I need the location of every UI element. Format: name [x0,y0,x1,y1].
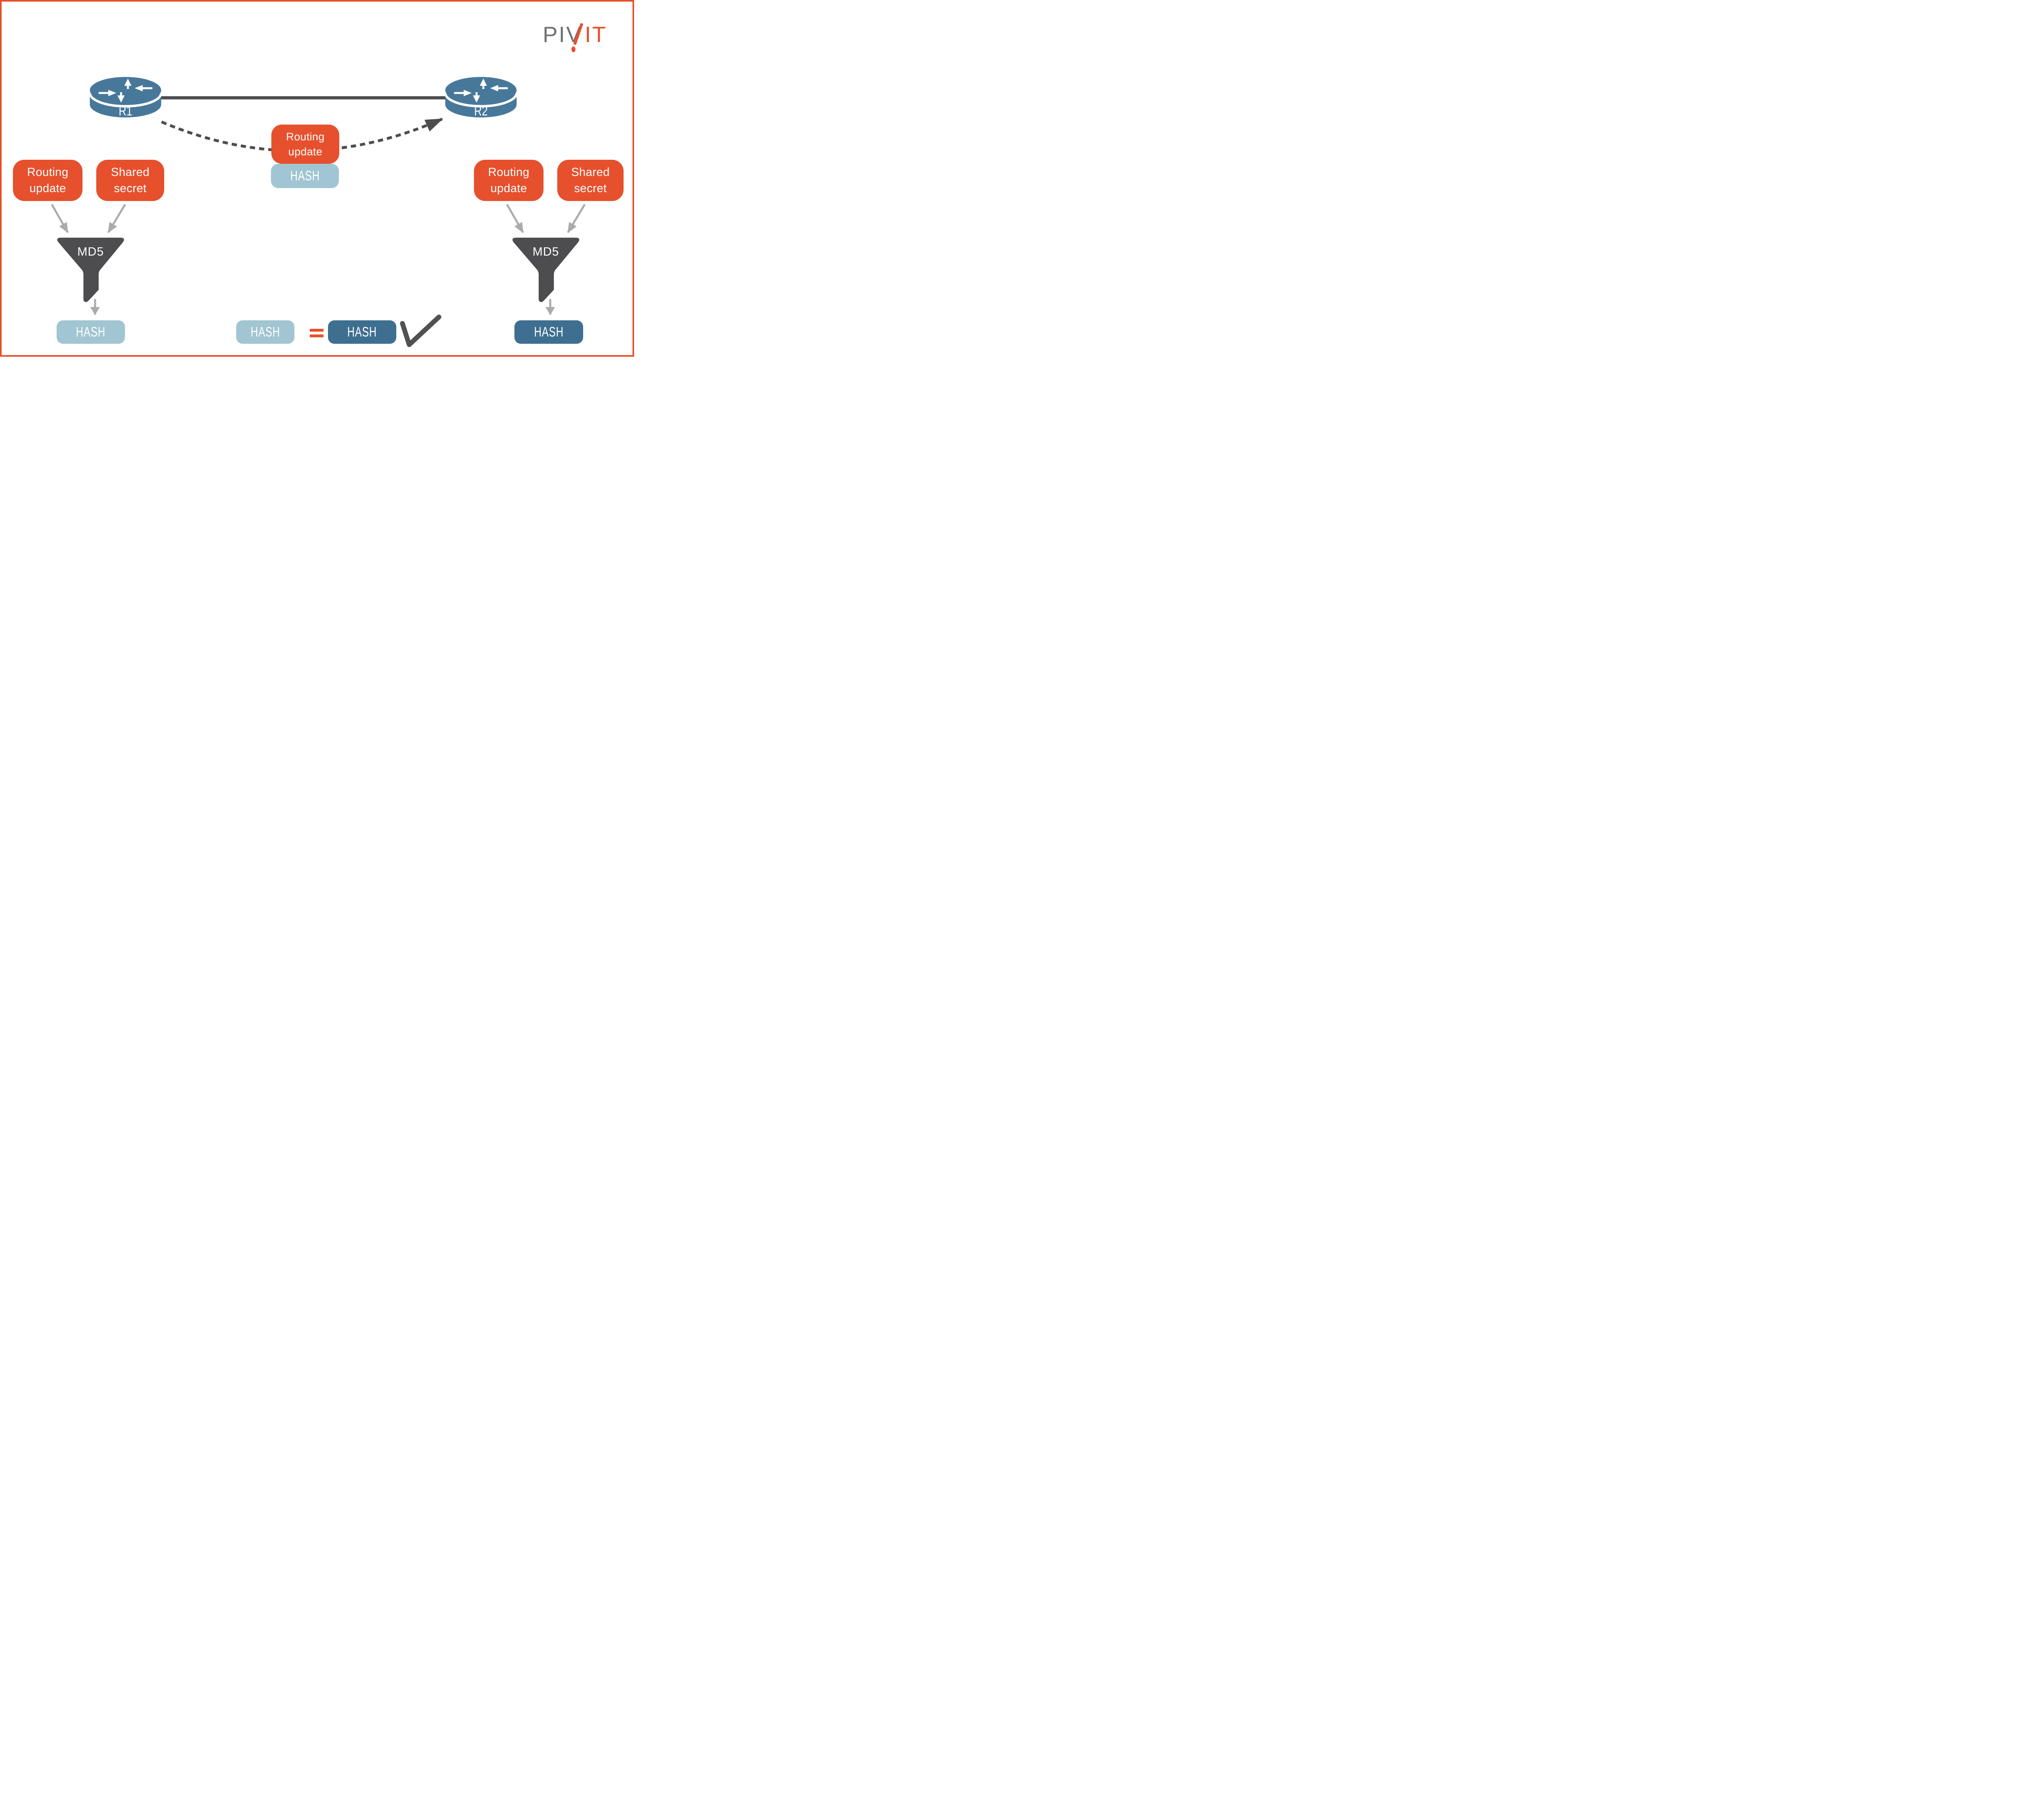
left-routing-to-md5-arrow [51,204,69,233]
equals-bar [310,329,324,332]
left-md5-label: MD5 [77,245,104,258]
left-shared-secret-box: Shared secret [96,160,164,201]
right-routing-update-box: Routing update [474,160,544,201]
left-routing-update-label: Routing update [27,165,69,195]
right-routing-to-md5-arrow [506,204,524,233]
equals-icon [310,329,324,337]
comparison-receiver-hash-label: HASH [347,324,377,340]
pivit-logo-orange-text: IT [585,22,607,47]
comparison-sender-hash-label: HASH [250,324,280,340]
right-routing-update-label: Routing update [488,165,530,195]
left-secret-to-md5-arrow [107,204,126,233]
left-shared-secret-label: Shared secret [111,165,150,195]
right-secret-to-md5-arrow [567,204,586,233]
right-shared-secret-box: Shared secret [557,160,624,201]
right-shared-secret-label: Shared secret [571,165,610,195]
router-r2-label: R2 [474,104,488,119]
router-r1-icon: R1 [89,77,163,119]
pivit-logo-slash-icon [573,23,584,45]
equals-bar [310,334,324,337]
left-routing-update-box: Routing update [13,160,82,201]
pivit-logo: PIV IT [542,22,611,55]
match-check-icon [400,314,442,347]
left-hash-label: HASH [76,324,106,340]
right-hash-box: HASH [514,320,583,344]
router-r2-icon: R2 [444,77,518,119]
router-r1-label: R1 [119,104,133,119]
transit-hash-box: HASH [271,164,339,188]
comparison-sender-hash-box: HASH [236,320,294,344]
transit-hash-label: HASH [290,168,320,184]
right-hash-label: HASH [534,324,564,340]
diagram-canvas: R1 R2 MD5 MD5 [0,0,634,357]
router-arrows-icon [98,78,152,103]
transit-routing-update-box: Routing update [271,125,339,164]
right-md5-label: MD5 [533,245,559,258]
pivit-logo-dot-icon [571,47,575,52]
left-md5-funnel-icon: MD5 [57,237,124,302]
left-hash-box: HASH [57,320,125,344]
right-md5-funnel-icon: MD5 [512,237,580,302]
transit-routing-update-label: Routing update [286,130,325,158]
comparison-receiver-hash-box: HASH [328,320,396,344]
router-arrows-icon [454,78,508,103]
